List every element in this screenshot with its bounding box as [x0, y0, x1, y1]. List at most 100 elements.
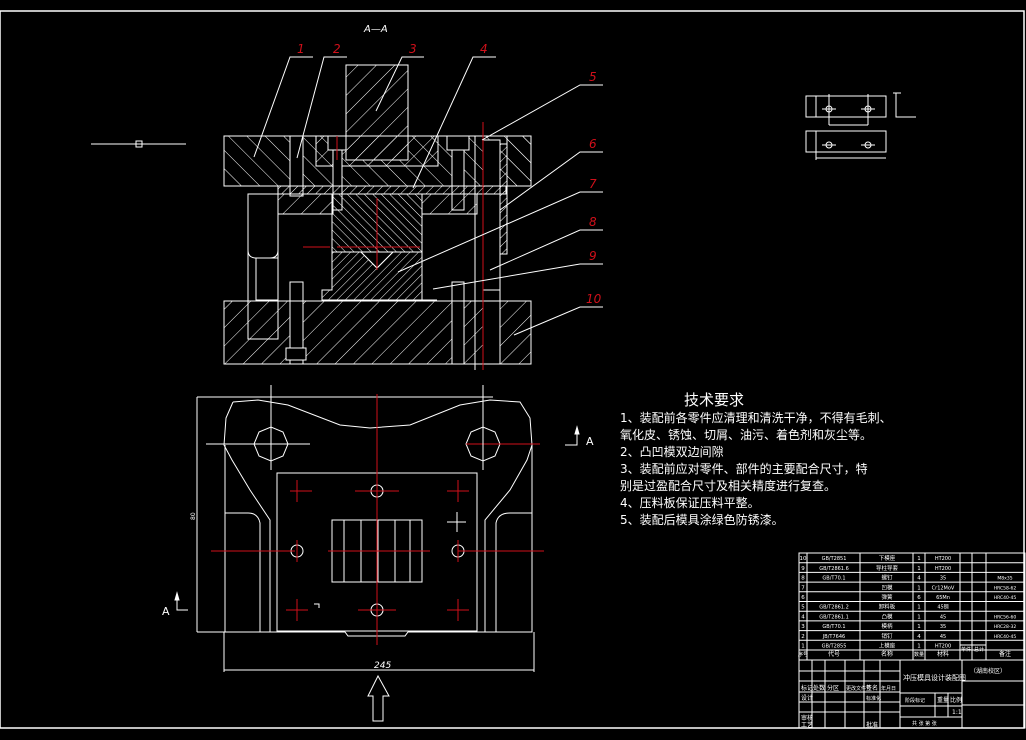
bom-cell-code: GB/T70.1 [822, 624, 845, 630]
tb-label-count: 处数 [813, 684, 825, 692]
bom-cell-material: 45 [940, 634, 946, 640]
bom-cell-material: HT200 [935, 644, 951, 650]
tb-label-sheets: 共 张 第 张 [912, 720, 937, 727]
bom-cell-qty: 4 [917, 634, 921, 640]
bom-cell-no: 3 [801, 624, 805, 630]
requirement-line: 1、装配前各零件应清理和清洗干净，不得有毛刺、 [620, 411, 892, 425]
bom-cell-name: 导柱导套 [876, 564, 899, 572]
requirement-line: 5、装配后模具涂绿色防锈漆。 [620, 513, 784, 527]
technical-requirements: 技术要求 1、装配前各零件应清理和清洗干净，不得有毛刺、 氧化皮、锈蚀、切屑、油… [620, 392, 892, 529]
bom-cell-no: 1 [801, 644, 805, 650]
bom-cell-no: 7 [801, 585, 805, 591]
bom-cell-qty: 1 [917, 556, 921, 562]
drawing-title: 冲压模具设计装配图 [903, 673, 966, 682]
part-detail-view [805, 92, 916, 160]
tb-label-scale: 比例 [950, 696, 962, 704]
callout-leaders [253, 56, 603, 336]
callout-7: 7 [589, 177, 597, 191]
bom-cell-name: 下模座 [879, 554, 896, 562]
callout-8: 8 [589, 215, 597, 229]
bom-header-total: 总计 [974, 646, 984, 653]
callout-6: 6 [589, 137, 597, 151]
bom-cell-material: 35 [940, 624, 946, 630]
tb-label-zone: 分区 [827, 684, 839, 692]
bom-header-qty: 数量 [914, 651, 924, 658]
bom-cell-material: 35 [940, 576, 946, 582]
bom-cell-name: 螺钉 [881, 574, 893, 582]
tb-label-date: 年月日 [881, 685, 896, 692]
bom-header-unit: 单件 [961, 646, 971, 653]
bom-cell-no: 10 [800, 556, 807, 562]
tb-label-review: 审核 [801, 714, 813, 722]
tb-label-approve: 批准 [866, 721, 878, 729]
bom-cell-qty: 1 [917, 566, 921, 572]
bom-cell-no: 2 [801, 634, 805, 640]
bom-header-no: 序号 [798, 651, 808, 658]
bom-header-note: 备注 [999, 650, 1011, 658]
reference-line [91, 140, 186, 148]
section-marker-right-label: A [586, 435, 594, 448]
callout-2: 2 [333, 42, 341, 56]
bom-cell-code: GB/T2861.6 [819, 566, 849, 572]
requirement-line: 3、装配前应对零件、部件的主要配合尺寸，特 [620, 462, 868, 476]
bom-cell-qty: 1 [917, 624, 921, 630]
tb-label-process: 工艺 [801, 721, 813, 729]
plan-white-centers [206, 385, 484, 470]
title-block-text: 冲压模具设计装配图 （湖南校区） 1:1 标记 处数 分区 更改文件号 签名 年… [801, 667, 1006, 729]
bom-cell-note: HRC28-32 [994, 624, 1017, 630]
section-marker-left-label: A [162, 605, 170, 618]
height-dimension: 80 [190, 512, 197, 520]
bom-header-code: 代号 [828, 650, 840, 658]
tb-label-design: 设计 [801, 694, 813, 702]
section-centerlines [303, 122, 484, 370]
bom-cell-qty: 1 [917, 585, 921, 591]
bom-cell-name: 模柄 [881, 622, 893, 630]
callout-10: 10 [586, 292, 602, 306]
bom-cell-no: 8 [801, 576, 805, 582]
bom-cell-material: 65Mn [936, 595, 950, 601]
tb-label-weight: 重量 [937, 696, 949, 704]
bom-cell-code: JB/T7646 [822, 634, 845, 640]
bom-cell-material: 45钢 [937, 604, 948, 611]
bom-cell-code: GB/T2861.1 [819, 614, 849, 620]
bom-cell-qty: 1 [917, 614, 921, 620]
technical-requirements-title: 技术要求 [684, 391, 745, 409]
requirement-line: 4、压料板保证压料平整。 [620, 496, 760, 510]
bom-cell-material: 45 [940, 614, 946, 620]
title-block [798, 659, 1026, 729]
tb-label-change-doc: 更改文件号 [846, 685, 871, 692]
callout-3: 3 [409, 42, 417, 56]
bom-cell-material: HT200 [935, 556, 951, 562]
bom-cell-no: 9 [801, 566, 805, 572]
bom-cell-name: 弹簧 [881, 593, 893, 601]
tb-label-stage: 阶段标记 [905, 697, 925, 704]
requirement-line: 别是过盈配合尺寸及相关精度进行复查。 [620, 479, 837, 493]
callout-numbers: 1 2 3 4 5 6 7 8 9 10 [297, 42, 602, 306]
bom-cell-qty: 6 [917, 595, 921, 601]
bom-header-name: 名称 [881, 650, 893, 658]
tb-label-mark: 标记 [801, 684, 813, 692]
tb-label-standard: 标准化 [866, 695, 881, 702]
callout-1: 1 [297, 42, 305, 56]
requirement-line: 氧化皮、锈蚀、切屑、油污、着色剂和灰尘等。 [620, 428, 873, 442]
bom-table [798, 552, 1026, 661]
bom-cell-name: 卸料板 [879, 603, 896, 611]
bom-cell-qty: 1 [917, 644, 921, 650]
tb-label-sign: 签名 [866, 684, 878, 692]
feed-direction-arrow-icon [367, 674, 390, 722]
bom-cell-note: HRC56-60 [994, 614, 1017, 620]
bom-cell-qty: 4 [917, 576, 921, 582]
bom-cell-name: 凸模 [881, 612, 893, 620]
bom-cell-note: HRC40-45 [994, 634, 1017, 640]
bom-cell-code: GB/T2851 [822, 556, 847, 562]
bom-cell-material: Cr12MoV [932, 585, 955, 591]
bom-cell-material: HT200 [935, 566, 951, 572]
bom-cell-code: GB/T2855 [822, 644, 847, 650]
school-name: （湖南校区） [970, 667, 1006, 675]
bom-cell-no: 6 [801, 595, 805, 601]
lower-die-plate [223, 300, 532, 365]
bom-cell-no: 4 [801, 614, 805, 620]
section-label: A—A [363, 24, 388, 35]
